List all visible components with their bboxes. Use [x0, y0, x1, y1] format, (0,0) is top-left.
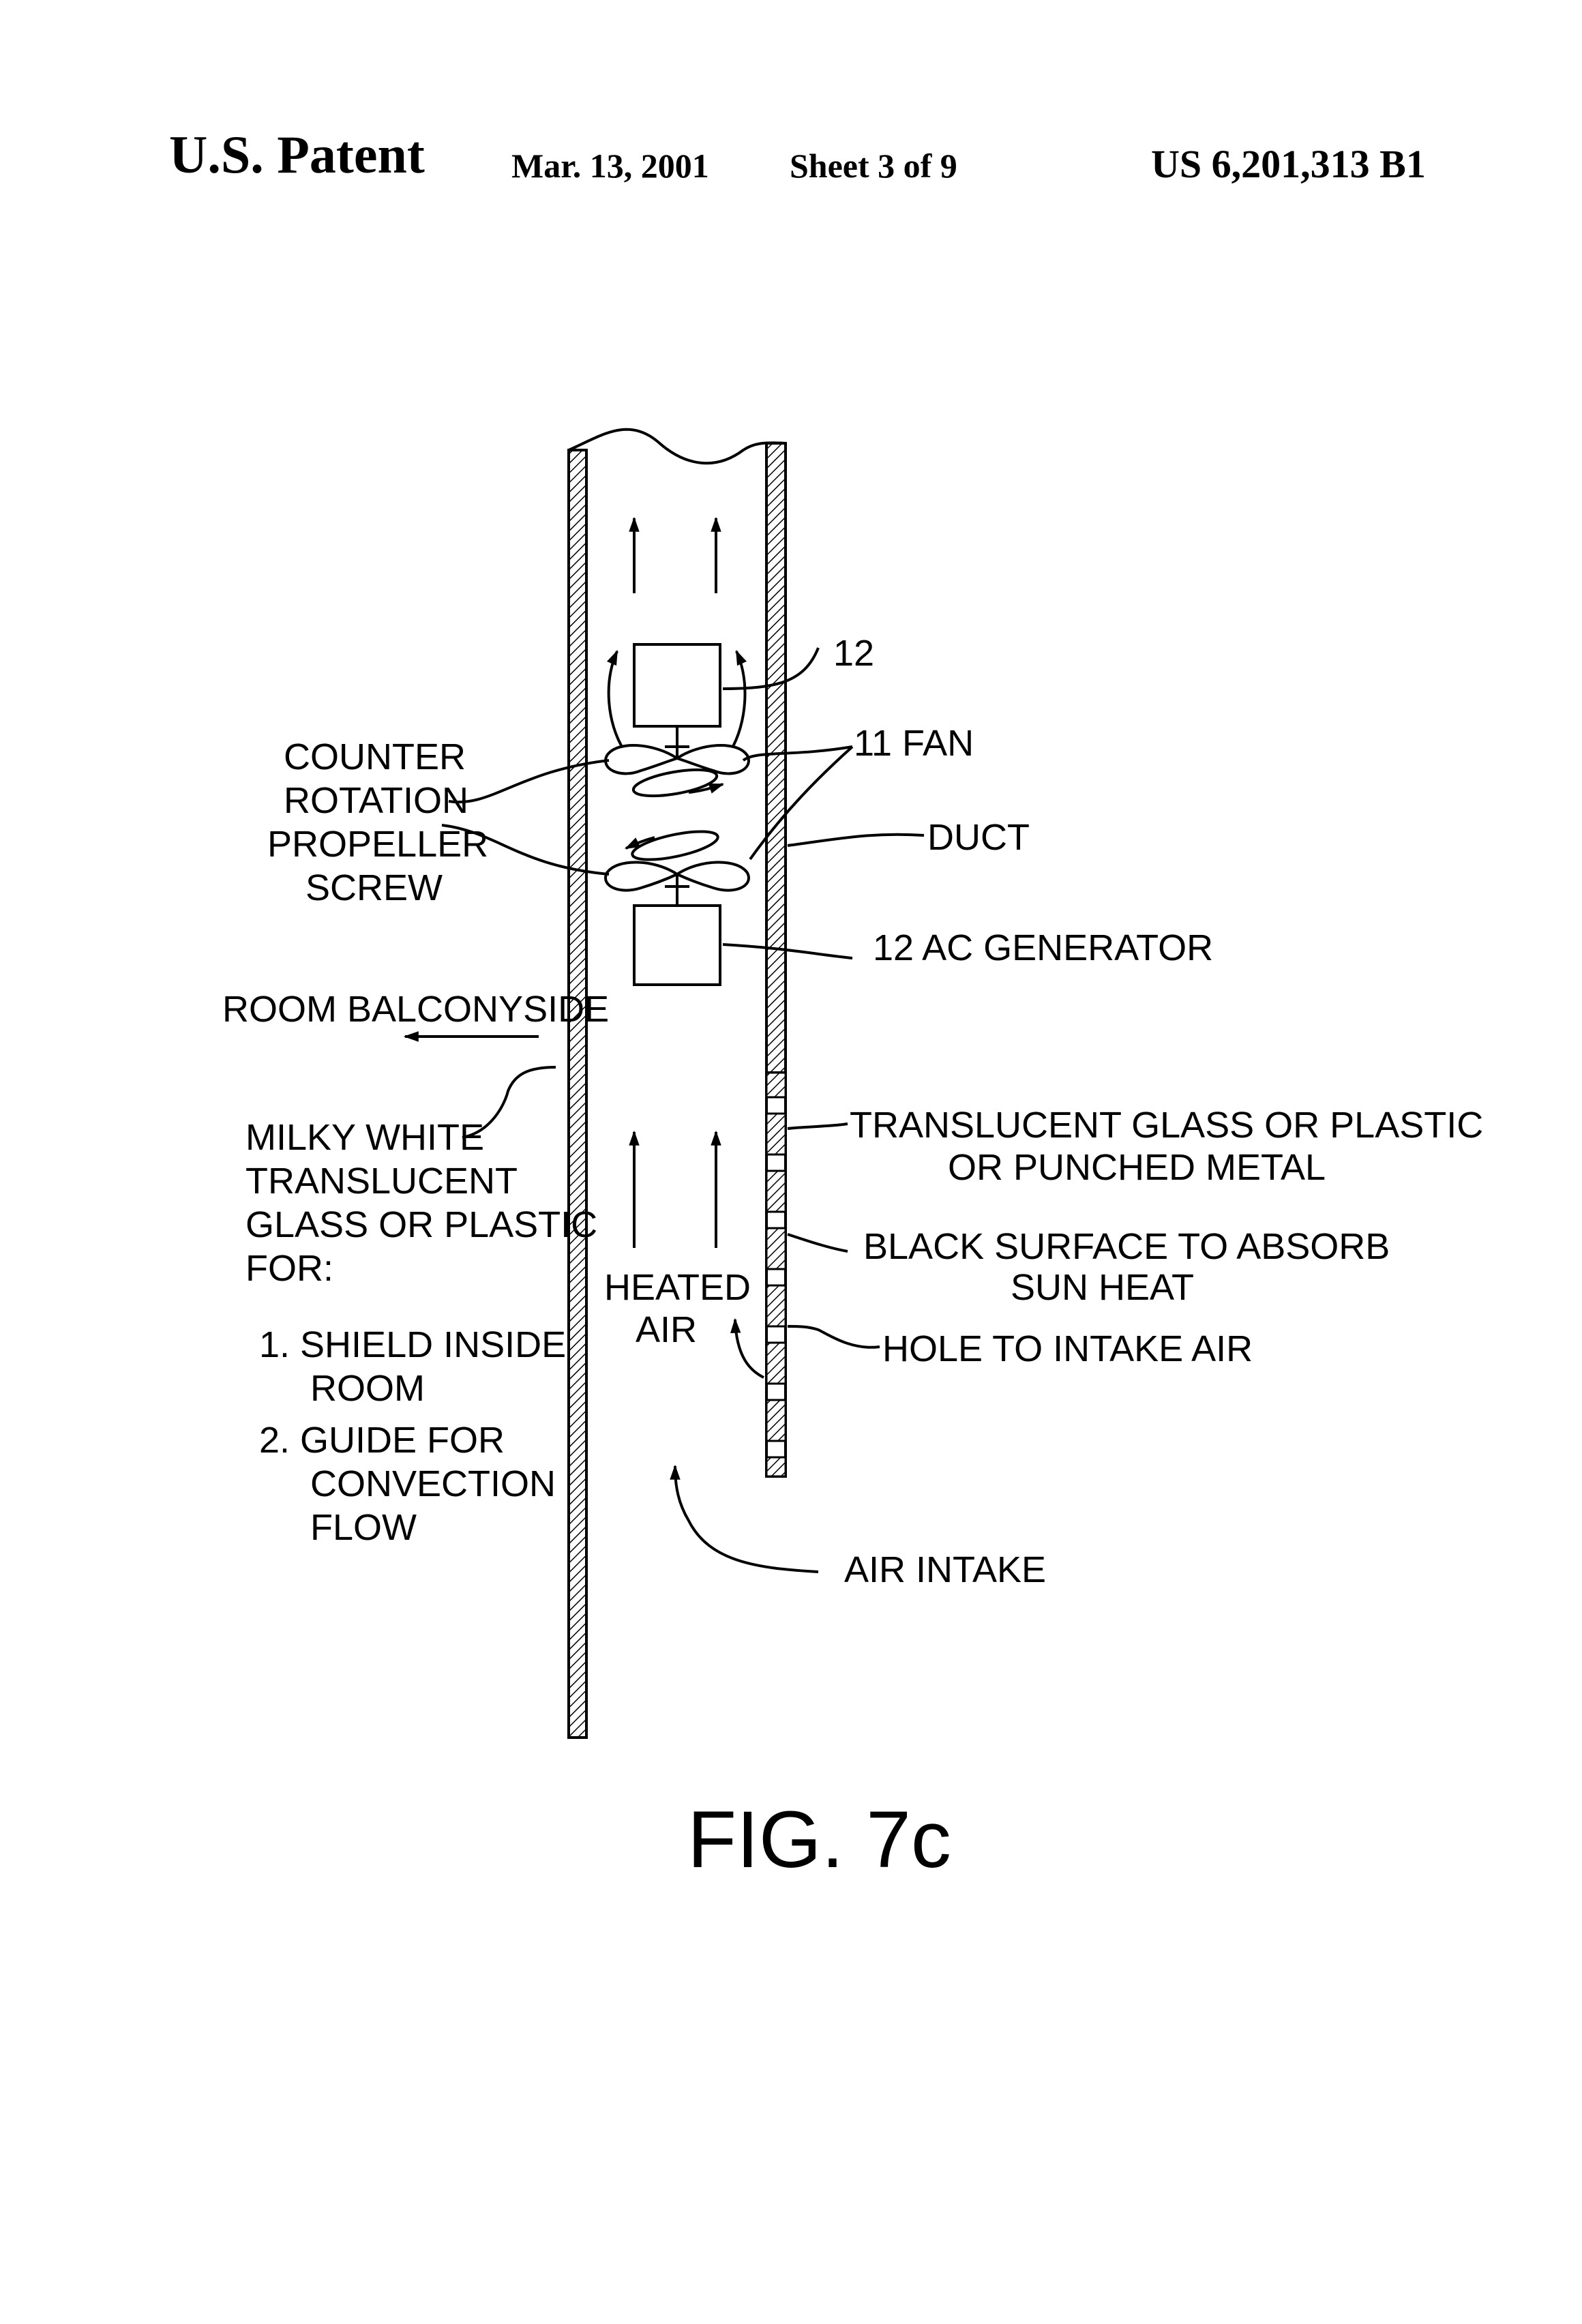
upper-flow-arrows	[634, 518, 716, 593]
translucent-label-line1: TRANSLUCENT GLASS OR PLASTIC	[850, 1105, 1483, 1146]
ref-12-top-label: 12	[833, 633, 874, 674]
heated-air-label-line1: HEATED	[604, 1267, 751, 1308]
shield-item-line2: ROOM	[310, 1368, 425, 1409]
hole-intake-arrow	[735, 1320, 764, 1377]
guide-item-line2: CONVECTION	[310, 1463, 556, 1504]
figure-label: FIG. 7c	[687, 1795, 951, 1885]
shield-item-line1: 1. SHIELD INSIDE	[259, 1324, 566, 1365]
milky-white-label-line1: MILKY WHITE	[245, 1117, 484, 1158]
counter-rotation-label-line3: PROPELLER	[267, 824, 488, 865]
duct-left-wall	[569, 450, 586, 1738]
counter-rotation-label-line2: ROTATION	[284, 780, 468, 821]
milky-white-label-line3: GLASS OR PLASTIC	[245, 1204, 597, 1245]
guide-item-line3: FLOW	[310, 1507, 417, 1548]
heated-air-arrows	[634, 1132, 716, 1248]
counter-rotation-label-line4: SCREW	[305, 867, 443, 908]
counter-rotation-label-line1: COUNTER	[284, 736, 466, 777]
ac-generator-box	[634, 906, 720, 985]
air-intake-arrow	[675, 1466, 818, 1572]
duct-label: DUCT	[927, 817, 1030, 858]
translucent-label-line2: OR PUNCHED METAL	[948, 1147, 1326, 1188]
black-surface-label-line2: SUN HEAT	[1011, 1267, 1194, 1308]
heated-air-label-line2: AIR	[636, 1309, 697, 1350]
air-intake-label: AIR INTAKE	[844, 1549, 1046, 1590]
duct-break-line	[569, 430, 786, 463]
ac-generator-label: 12 AC GENERATOR	[873, 927, 1213, 968]
guide-item-line1: 2. GUIDE FOR	[259, 1420, 505, 1461]
fan-label: 11 FAN	[854, 723, 974, 764]
room-balconyside-label: ROOM BALCONYSIDE	[222, 989, 609, 1030]
hole-intake-label: HOLE TO INTAKE AIR	[882, 1328, 1253, 1369]
milky-white-label-line4: FOR:	[245, 1248, 333, 1289]
top-generator-box	[634, 644, 720, 726]
milky-white-label-line2: TRANSLUCENT	[245, 1161, 518, 1202]
black-surface-label-line1: BLACK SURFACE TO ABSORB	[863, 1226, 1390, 1267]
duct-right-wall	[766, 443, 786, 1476]
